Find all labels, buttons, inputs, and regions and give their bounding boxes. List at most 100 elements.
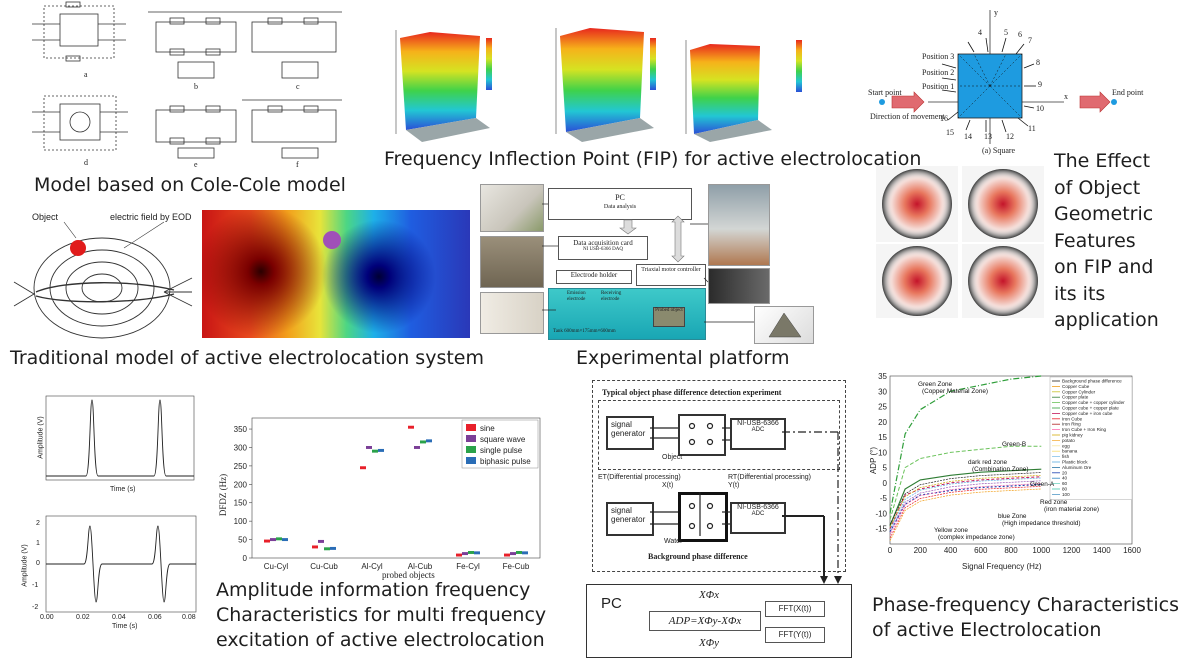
adp-xlabel: Signal Frequency (Hz) — [962, 562, 1042, 571]
bar-chart-xlabel: probed objects — [382, 570, 435, 580]
axis-x-label: x — [1064, 92, 1068, 101]
caption-traditional: Traditional model of active electrolocat… — [10, 347, 484, 369]
square-caption: (a) Square — [982, 146, 1016, 155]
daq-sub: NI USB-6366 DAQ — [583, 247, 623, 252]
bar-chart-ylabel: DFDZ (Hz) — [218, 473, 229, 517]
bar-x-tick-label: Al-Cyl — [361, 562, 383, 571]
bar-single-pulse — [516, 551, 522, 554]
caption-effect-line: its its — [1054, 282, 1106, 305]
adp-cluster-line — [889, 477, 1042, 531]
bar-sine — [312, 545, 318, 549]
adc-label-top: ADC — [751, 427, 765, 433]
adp-cluster-line — [889, 483, 1042, 536]
caption-phase-line: of active Electrolocation — [872, 619, 1102, 641]
wave-top: Amplitude (V) Time (s) — [28, 392, 198, 494]
fft-y-label: FFT(Y(t)) — [778, 630, 812, 639]
adp-y-tick-label: 0 — [883, 479, 888, 488]
adp-legend-label: Copper Cylinder — [1062, 389, 1096, 394]
caption-fip: Frequency Inflection Point (FIP) for act… — [384, 148, 922, 170]
fip-heatmaps — [876, 166, 1046, 318]
receiving-label: Receiving electrode — [601, 291, 622, 302]
adp-series-line — [889, 468, 1042, 526]
legend-label: biphasic pulse — [480, 457, 531, 466]
xphix-label: XΦx — [699, 589, 719, 601]
bar-single-pulse — [468, 551, 474, 554]
adp-annotation: Red zone(iron material zone) — [1040, 499, 1099, 513]
bottom-wave-xtick: 0.04 — [112, 614, 126, 621]
caption-amplitude-line: Amplitude information frequency — [216, 579, 531, 601]
bar-y-tick-label: 150 — [234, 499, 248, 508]
adc-label-bottom: ADC — [751, 511, 765, 517]
rt-label: RT(Differential processing) — [728, 474, 811, 481]
bar-y-tick-label: 250 — [234, 462, 248, 471]
caption-effect-line: The Effect — [1054, 150, 1151, 172]
heatmap-svg — [876, 166, 1044, 318]
daq-title: Data acquisition card — [573, 239, 633, 247]
adp-legend-label: 60 — [1062, 481, 1068, 486]
caption-amplitude-line: Characteristics for multi frequency — [216, 604, 547, 626]
caption-effect-line: Geometric — [1054, 203, 1154, 225]
adp-annotation: blue Zone(High impedance threshold) — [998, 513, 1081, 527]
signal-generator-top-label: signal generator — [611, 420, 646, 438]
photo-probed-object — [754, 306, 814, 344]
bottom-wave-ytick-m2: -2 — [32, 604, 39, 611]
pos-num-15: 15 — [946, 128, 954, 137]
bar-square-wave — [414, 446, 420, 449]
legend-swatch — [466, 446, 476, 453]
pos-num-16: 16 — [940, 114, 948, 123]
legend-swatch — [466, 457, 476, 464]
water-tank-bottom — [678, 492, 728, 542]
adp-x-tick-label: 200 — [914, 546, 928, 555]
detection-inner-top — [598, 400, 840, 470]
bar-biphasic-pulse — [330, 546, 336, 550]
fip-surface-3 — [685, 40, 802, 142]
xphiy-label: XΦy — [699, 637, 719, 649]
caption-effect-line: Features — [1054, 229, 1136, 252]
circuit-models: a b c d e f — [30, 0, 348, 170]
electrode-holder-box: Electrode holder — [556, 270, 632, 284]
bar-y-tick-label: 200 — [234, 480, 248, 489]
adp-legend-label: 100 — [1062, 492, 1070, 497]
pulse-wave-top — [45, 395, 195, 481]
adp-legend-label: Background phase difference — [1062, 379, 1122, 384]
fip-surface-1 — [395, 30, 492, 142]
adp-legend-label: Aluminum Ore — [1062, 465, 1092, 470]
adp-legend-label: egg — [1062, 443, 1070, 448]
adp-y-tick-label: 25 — [878, 403, 887, 412]
adp-formula-box: ADP=XΦy-XΦx — [649, 611, 761, 631]
adp-legend-label: Copper plate — [1062, 395, 1089, 400]
caption-effect: The Effect of Object Geometric Features … — [1054, 148, 1159, 334]
bar-square-wave — [462, 552, 468, 556]
adp-legend-label: Copper Cube — [1062, 384, 1090, 389]
bar-sine — [456, 553, 462, 557]
top-wave-xlabel: Time (s) — [110, 486, 136, 493]
direction-label: Direction of movement — [870, 112, 945, 121]
bar-single-pulse — [372, 449, 378, 453]
experimental-platform: PC Data analysis Data acquisition card N… — [476, 182, 816, 350]
adp-x-tick-label: 0 — [888, 546, 893, 555]
adp-legend-label: potato — [1062, 438, 1075, 443]
motor-controller-label: Triaxial motor controller — [641, 267, 701, 273]
pos-num-9: 9 — [1038, 80, 1042, 89]
adp-legend-label: Copper cube + copper cylinder — [1062, 400, 1125, 405]
position-1-label: Position 1 — [922, 82, 955, 91]
bar-biphasic-pulse — [474, 551, 480, 555]
probed-object-box: Probed object — [653, 307, 685, 327]
caption-effect-line: on FIP and — [1054, 256, 1154, 278]
bar-single-pulse — [324, 547, 330, 551]
adp-legend-label: Iron Cube + Iron Ring — [1062, 427, 1106, 432]
water-tank: Emission electrode Receiving electrode T… — [548, 288, 706, 340]
detection-schematic: Typical object phase difference detectio… — [592, 380, 848, 650]
adp-cluster-line — [889, 474, 1042, 528]
adp-y-tick-label: 20 — [878, 418, 887, 427]
pc-box: PC Data analysis — [548, 188, 692, 220]
adp-y-tick-label: 10 — [878, 448, 887, 457]
caption-effect-line: of Object — [1054, 176, 1141, 199]
adp-y-tick-label: -5 — [880, 494, 888, 503]
circuit-diagrams — [32, 1, 342, 159]
adp-legend-label: fish — [1062, 454, 1070, 459]
adp-y-tick-label: -10 — [875, 509, 887, 518]
motor-controller-box: Triaxial motor controller — [636, 264, 706, 286]
detection-outer-frame — [592, 380, 846, 572]
object-label-top: Object — [662, 454, 683, 461]
